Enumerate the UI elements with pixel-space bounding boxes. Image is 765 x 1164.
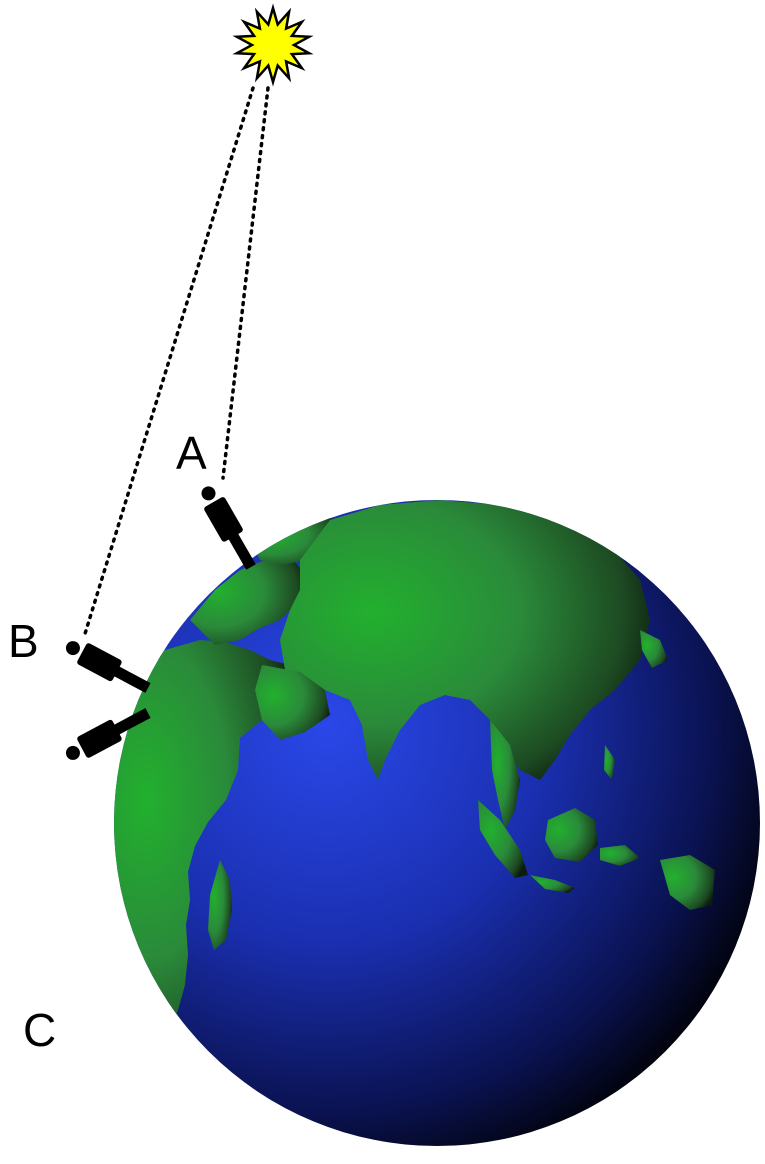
person-figure-a bbox=[195, 481, 262, 573]
sight-line-to-b bbox=[84, 88, 253, 637]
sun-icon bbox=[237, 8, 309, 82]
person-figure-b bbox=[61, 634, 153, 698]
person-head bbox=[63, 743, 82, 762]
sight-line-to-a bbox=[223, 88, 268, 478]
earth-globe bbox=[95, 500, 760, 1146]
person-head bbox=[63, 639, 82, 658]
label-c: C bbox=[23, 1004, 56, 1056]
label-a: A bbox=[176, 427, 207, 479]
label-b: B bbox=[8, 615, 39, 667]
person-head bbox=[199, 484, 218, 503]
